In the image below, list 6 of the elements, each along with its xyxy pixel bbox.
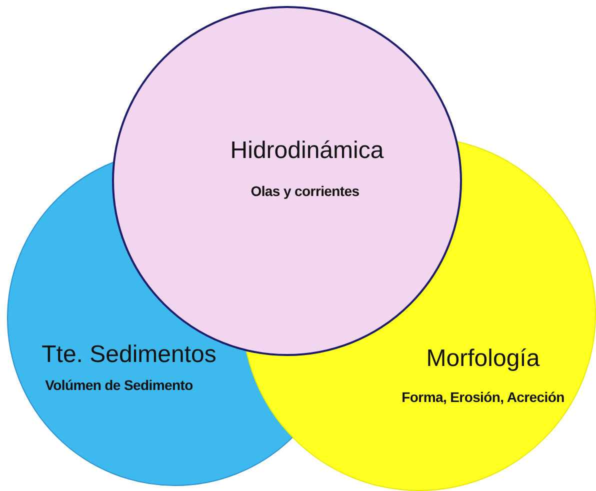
- circle-subtitle: Olas y corrientes: [250, 184, 360, 200]
- circle-subtitle: Volúmen de Sedimento: [45, 378, 193, 394]
- circle-subtitle: Forma, Erosión, Acreción: [402, 390, 564, 406]
- circle-title: Tte. Sedimentos: [42, 342, 216, 368]
- circle-title: Hidrodinámica: [230, 138, 384, 164]
- circle-title: Morfología: [426, 346, 540, 372]
